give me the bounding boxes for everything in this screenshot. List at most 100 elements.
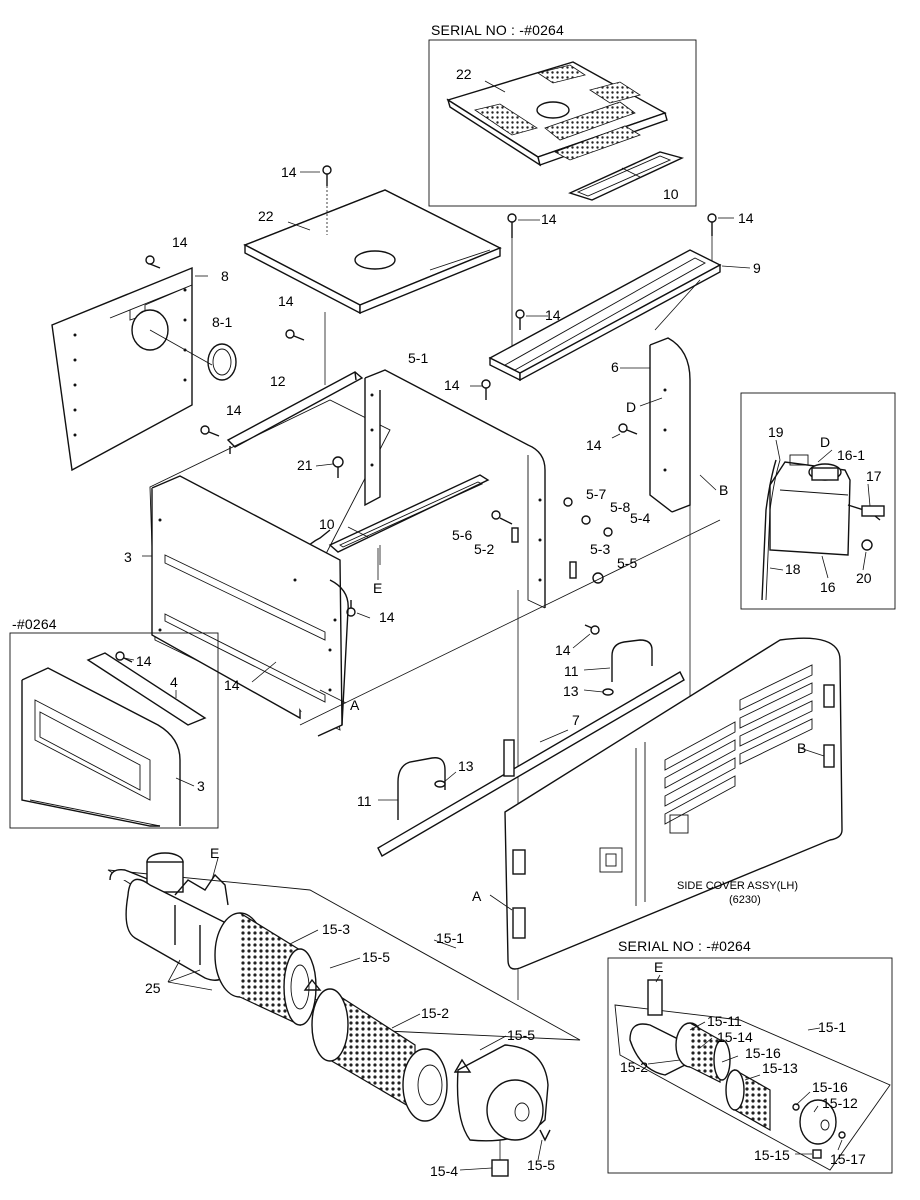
header-serial-left: -#0264 xyxy=(12,616,57,632)
callout-label: 5-1 xyxy=(408,350,428,366)
callout-label: 16-1 xyxy=(837,447,865,463)
callout-label: 17 xyxy=(866,468,882,484)
bracket-12 xyxy=(226,312,364,454)
upper-frame-5-1 xyxy=(328,369,546,609)
air-cleaner-15 xyxy=(107,852,581,1177)
callout-label: A xyxy=(472,888,482,904)
callout-label: 4 xyxy=(170,674,178,690)
callout-label: E xyxy=(373,580,382,596)
bracket-10-variant xyxy=(568,151,685,201)
callout-label: 5-7 xyxy=(586,486,606,502)
callout-label: B xyxy=(719,482,728,498)
callout-label: 14 xyxy=(278,293,294,309)
callout-label: 5-6 xyxy=(452,527,472,543)
callout-label: 8 xyxy=(221,268,229,284)
plate-4 xyxy=(86,652,207,726)
callout-label: 9 xyxy=(753,260,761,276)
callout-label: D xyxy=(820,434,830,450)
callout-label: 14 xyxy=(226,402,242,418)
side-cover-ref: (6230) xyxy=(729,894,761,906)
callout-label: A xyxy=(350,697,360,713)
callout-label: 10 xyxy=(319,516,335,532)
callout-label: 14 xyxy=(586,437,602,453)
callout-label: 15-16 xyxy=(812,1079,848,1095)
callout-label: 15-5 xyxy=(507,1027,535,1043)
reservoir-tank-16 xyxy=(769,461,851,556)
callout-label: 15-14 xyxy=(717,1029,753,1045)
side-cover-title: SIDE COVER ASSY(LH) xyxy=(677,880,798,892)
bolt-set-14 xyxy=(115,165,717,665)
callout-label: 15-4 xyxy=(430,1163,458,1179)
callout-label: 22 xyxy=(258,208,274,224)
callout-label: 5-5 xyxy=(617,555,637,571)
callout-label: 10 xyxy=(663,186,679,202)
callout-label: 15-3 xyxy=(322,921,350,937)
callout-label: 3 xyxy=(197,778,205,794)
callout-label: 18 xyxy=(785,561,801,577)
callout-label: 5-3 xyxy=(590,541,610,557)
callout-label: 20 xyxy=(856,570,872,586)
header-serial-top: SERIAL NO : -#0264 xyxy=(431,22,564,38)
inset-reservoir xyxy=(740,392,896,610)
inset-bottom-right xyxy=(607,957,893,1174)
callout-label: 15-1 xyxy=(818,1019,846,1035)
callout-label: 14 xyxy=(224,677,240,693)
bottom-rail-7 xyxy=(377,639,685,857)
callout-label: 21 xyxy=(297,457,313,473)
callout-label: 19 xyxy=(768,424,784,440)
callout-label: 8-1 xyxy=(212,314,232,330)
pillar-6 xyxy=(649,337,691,513)
callout-label: 15-16 xyxy=(745,1045,781,1061)
callout-label: 14 xyxy=(444,377,460,393)
handle-11-b xyxy=(611,639,653,682)
callout-label: 15-5 xyxy=(362,949,390,965)
callout-label: 15-17 xyxy=(830,1151,866,1167)
callout-label: E xyxy=(654,959,663,975)
callout-label: 5-4 xyxy=(630,510,650,526)
main-frame-3 xyxy=(149,399,391,737)
callout-label: 7 xyxy=(572,712,580,728)
top-cover-22 xyxy=(243,189,502,315)
callout-label: 15-11 xyxy=(707,1013,742,1029)
callout-label: 25 xyxy=(145,980,161,996)
callout-label: 15-12 xyxy=(822,1095,858,1111)
callout-label: 16 xyxy=(820,579,836,595)
callout-label: 14 xyxy=(738,210,754,226)
callout-label: 6 xyxy=(611,359,619,375)
callout-label: 14 xyxy=(541,211,557,227)
callout-label: E xyxy=(210,845,219,861)
text-labels: SERIAL NO : -#0264 SERIAL NO : -#0264 -#… xyxy=(12,22,882,1179)
header-serial-bottom: SERIAL NO : -#0264 xyxy=(618,938,751,954)
callout-label: 14 xyxy=(281,164,297,180)
callout-label: D xyxy=(626,399,636,415)
callout-label: 3 xyxy=(124,549,132,565)
side-cover-assy xyxy=(504,637,843,970)
callout-label: 13 xyxy=(458,758,474,774)
callout-label: 15-1 xyxy=(436,930,464,946)
callout-label: 14 xyxy=(379,609,395,625)
callout-label: 15-2 xyxy=(620,1059,648,1075)
callout-label: 5-2 xyxy=(474,541,494,557)
handle-11-a xyxy=(397,757,446,820)
callout-label: 15-5 xyxy=(527,1157,555,1173)
callout-label: 5-8 xyxy=(610,499,630,515)
callout-label: 22 xyxy=(456,66,472,82)
callout-label: 14 xyxy=(172,234,188,250)
inset-left xyxy=(9,632,219,829)
callout-label: 15-13 xyxy=(762,1060,798,1076)
callout-label: 15-15 xyxy=(754,1147,790,1163)
callout-label: 11 xyxy=(357,793,372,809)
callout-label: B xyxy=(797,740,806,756)
callout-label: 12 xyxy=(270,373,286,389)
callout-label: 14 xyxy=(555,642,571,658)
inset-top-right xyxy=(428,39,697,207)
callout-label: 13 xyxy=(563,683,579,699)
leader-lines xyxy=(123,171,871,1171)
callout-label: 15-2 xyxy=(421,1005,449,1021)
side-panel-8 xyxy=(51,266,237,472)
callout-label: 14 xyxy=(545,307,561,323)
callout-label: 11 xyxy=(564,663,579,679)
callout-label: 14 xyxy=(136,653,152,669)
rail-9 xyxy=(488,249,722,382)
